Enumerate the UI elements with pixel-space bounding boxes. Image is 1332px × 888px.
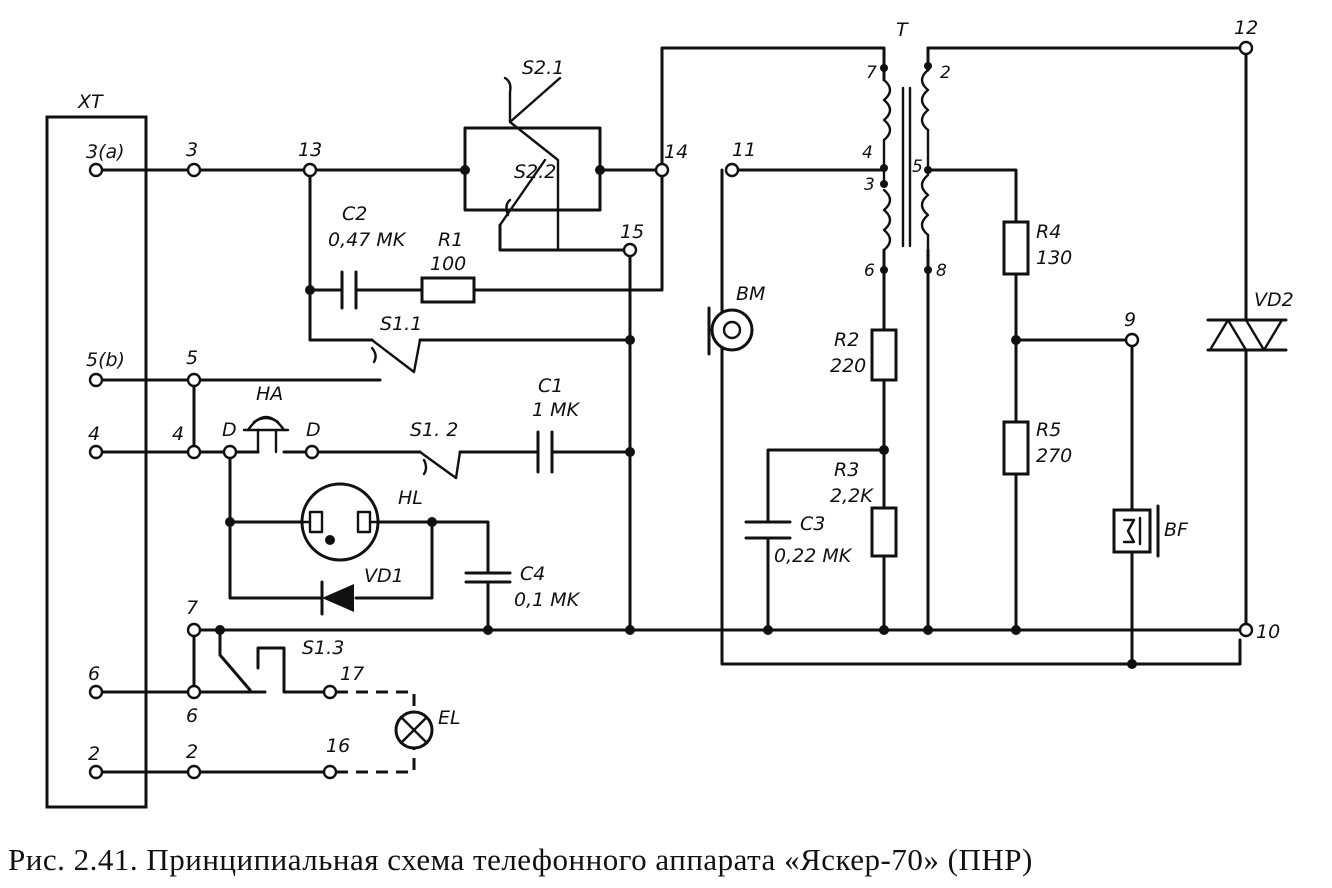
- figure-caption: Рис. 2.41. Принципиальная схема телефонн…: [8, 842, 1033, 877]
- c2-capacitor: [340, 270, 358, 310]
- r4-resistor: [1002, 220, 1030, 276]
- label-node-15: 15: [620, 221, 644, 243]
- label-r2-value: 220: [830, 355, 866, 377]
- label-node-16: 16: [326, 735, 350, 757]
- label-c1-value: 1 MK: [532, 399, 581, 421]
- label-d-right: D: [306, 419, 321, 441]
- label-bm: BM: [736, 283, 765, 305]
- label-t-4: 4: [862, 143, 873, 163]
- label-r3: R3: [834, 459, 859, 481]
- s1-1-switch: [370, 338, 422, 374]
- transformer-t: [882, 68, 930, 252]
- vd2-diode: [1206, 318, 1288, 352]
- label-node-6: 6: [186, 705, 198, 727]
- label-hl: HL: [398, 487, 423, 509]
- label-c1: C1: [538, 375, 563, 397]
- label-t-7: 7: [866, 63, 877, 83]
- xt-terminal-block: [45, 115, 148, 809]
- c4-capacitor: [464, 571, 512, 584]
- bm-microphone: [707, 306, 754, 356]
- label-el: EL: [438, 707, 461, 729]
- label-r2: R2: [834, 329, 859, 351]
- label-node-17: 17: [340, 663, 364, 685]
- label-pin-3a: 3(a): [86, 141, 125, 163]
- label-t-6: 6: [864, 261, 875, 281]
- label-node-4: 4: [172, 423, 184, 445]
- label-node-11: 11: [732, 139, 756, 161]
- ha-bell: [242, 415, 290, 454]
- c3-capacitor: [744, 520, 792, 540]
- label-node-7: 7: [186, 597, 198, 619]
- label-s2-2: S2.2: [514, 161, 556, 183]
- hl-lamp: [300, 482, 380, 562]
- label-r5-value: 270: [1036, 445, 1072, 467]
- r3-resistor: [870, 506, 898, 558]
- label-vd1: VD1: [364, 565, 404, 587]
- label-xt: XT: [77, 91, 104, 113]
- label-c3-value: 0,22 MK: [774, 545, 853, 567]
- label-c4-value: 0,1 MK: [514, 589, 581, 611]
- label-s1-3: S1.3: [302, 637, 344, 659]
- el-lamp: [394, 710, 434, 750]
- label-vd2: VD2: [1254, 289, 1294, 311]
- label-pin-2: 2: [88, 743, 100, 765]
- s1-2-switch: [418, 450, 462, 480]
- c1-capacitor: [536, 430, 554, 474]
- label-t-3: 3: [864, 175, 875, 195]
- label-node-14: 14: [664, 141, 688, 163]
- label-r4: R4: [1036, 221, 1061, 243]
- label-node-2: 2: [186, 741, 198, 763]
- label-r3-value: 2,2K: [830, 485, 874, 507]
- label-t-2: 2: [940, 63, 951, 83]
- label-c3: C3: [800, 513, 825, 535]
- vd1-diode: [320, 580, 354, 616]
- label-node-13: 13: [298, 139, 322, 161]
- junction-dots: [215, 62, 1137, 669]
- label-pin-4: 4: [88, 423, 100, 445]
- label-bf: BF: [1164, 519, 1189, 541]
- r5-resistor: [1002, 420, 1030, 476]
- label-s1-2: S1. 2: [410, 419, 458, 441]
- label-r1-value: 100: [430, 253, 466, 275]
- label-pin-5b: 5(b): [86, 349, 125, 371]
- label-s2-1: S2.1: [522, 57, 564, 79]
- label-c2-value: 0,47 MK: [328, 229, 407, 251]
- label-node-5: 5: [186, 347, 198, 369]
- label-node-3: 3: [186, 139, 198, 161]
- label-s1-1: S1.1: [380, 313, 422, 335]
- label-c2: C2: [342, 203, 367, 225]
- bf-earphone: [1112, 504, 1160, 558]
- s2-switch: [498, 76, 562, 250]
- label-node-12: 12: [1234, 17, 1258, 39]
- labels: XT 3(a) 5(b) 4 6 2 3 5 4 7 6 2 13 14 15 …: [77, 17, 1294, 765]
- label-t-8: 8: [936, 261, 947, 281]
- label-node-9: 9: [1124, 309, 1136, 331]
- r2-resistor: [870, 328, 898, 382]
- r1-resistor: [420, 276, 476, 304]
- label-d-left: D: [222, 419, 237, 441]
- label-node-10: 10: [1256, 621, 1280, 643]
- label-c4: C4: [520, 563, 545, 585]
- label-t-5: 5: [912, 157, 923, 177]
- label-t: T: [896, 19, 909, 41]
- label-r5: R5: [1036, 419, 1061, 441]
- label-r1: R1: [438, 229, 463, 251]
- label-r4-value: 130: [1036, 247, 1072, 269]
- label-ha: HA: [256, 383, 283, 405]
- terminals: [88, 40, 1254, 780]
- label-pin-6: 6: [88, 663, 100, 685]
